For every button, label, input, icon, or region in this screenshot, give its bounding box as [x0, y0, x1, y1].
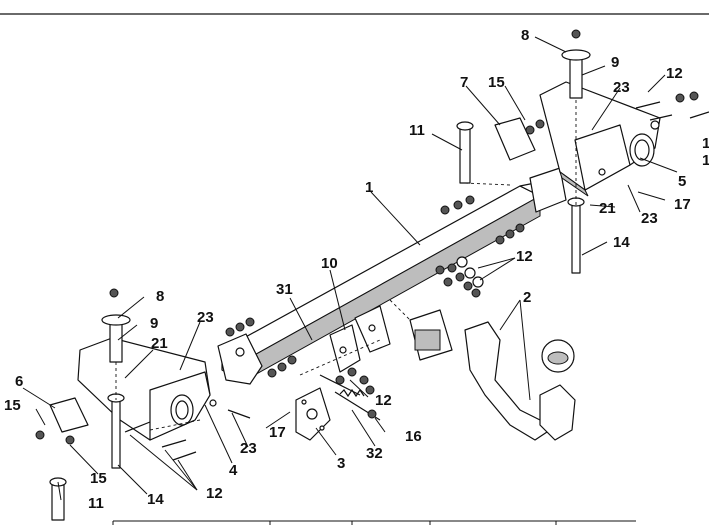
- label-17-right: 17: [674, 196, 691, 213]
- leader-lines: [22, 36, 678, 501]
- bolt-group-left: [225, 317, 297, 378]
- tow-ball-neck: [409, 309, 576, 441]
- part-labels: 1 2 3 4 5 6 7 8 8 9 9 10 11 11 12 12 12 …: [4, 27, 709, 512]
- left-end-plate: [217, 333, 263, 385]
- label-15-left: 15: [4, 397, 21, 414]
- label-17-edge: 17: [702, 152, 709, 169]
- label-14-right: 14: [613, 234, 630, 251]
- left-pin-assembly: [49, 288, 131, 521]
- label-3: 3: [337, 455, 345, 472]
- right-side-bracket: [539, 81, 661, 197]
- label-10: 10: [321, 255, 338, 272]
- label-12-middle: 12: [516, 248, 533, 265]
- label-11-top: 11: [409, 122, 425, 139]
- label-23-left: 23: [197, 309, 214, 326]
- label-12-center: 12: [375, 392, 392, 409]
- bolt-group-upper: [435, 195, 525, 298]
- label-6: 6: [15, 373, 23, 390]
- label-8-left: 8: [156, 288, 164, 305]
- label-23-topright: 23: [613, 79, 630, 96]
- right-pin-assembly: [456, 29, 591, 274]
- label-12-edge: 12: [702, 135, 709, 152]
- label-21-right: 21: [599, 200, 616, 217]
- label-15-top: 15: [488, 74, 505, 91]
- label-31: 31: [276, 281, 293, 298]
- label-23-bottom: 23: [240, 440, 257, 457]
- label-16: 16: [405, 428, 422, 445]
- bolt-group-right: [635, 91, 709, 121]
- label-32: 32: [366, 445, 383, 462]
- right-end-plate: [529, 167, 567, 213]
- label-12-bottom: 12: [206, 485, 223, 502]
- socket-plate: [295, 387, 331, 441]
- bolt-group-middle: [319, 367, 375, 396]
- label-2: 2: [523, 289, 531, 306]
- clamp-bracket-left: [35, 397, 89, 445]
- label-5: 5: [678, 173, 686, 190]
- label-11-bottom: 11: [88, 495, 104, 512]
- label-17-center: 17: [269, 424, 286, 441]
- label-4: 4: [229, 462, 238, 479]
- label-9-left: 9: [150, 315, 158, 332]
- label-21-left: 21: [151, 335, 168, 352]
- label-7: 7: [460, 74, 468, 91]
- label-14-bottom: 14: [147, 491, 164, 508]
- assembly-lines: [115, 100, 577, 431]
- clamp-bracket-right: [494, 117, 545, 161]
- label-8-top: 8: [521, 27, 529, 44]
- label-15-bottom: 15: [90, 470, 107, 487]
- label-12-topright: 12: [666, 65, 683, 82]
- label-23-right: 23: [641, 210, 658, 227]
- left-side-bracket: [77, 337, 217, 441]
- label-1: 1: [365, 179, 373, 196]
- center-bracket: [329, 305, 391, 373]
- bolt-group-lower-left: [124, 409, 251, 461]
- label-9-top: 9: [611, 54, 619, 71]
- spring-bolt: [334, 388, 381, 421]
- bottom-table-edge: [112, 520, 636, 525]
